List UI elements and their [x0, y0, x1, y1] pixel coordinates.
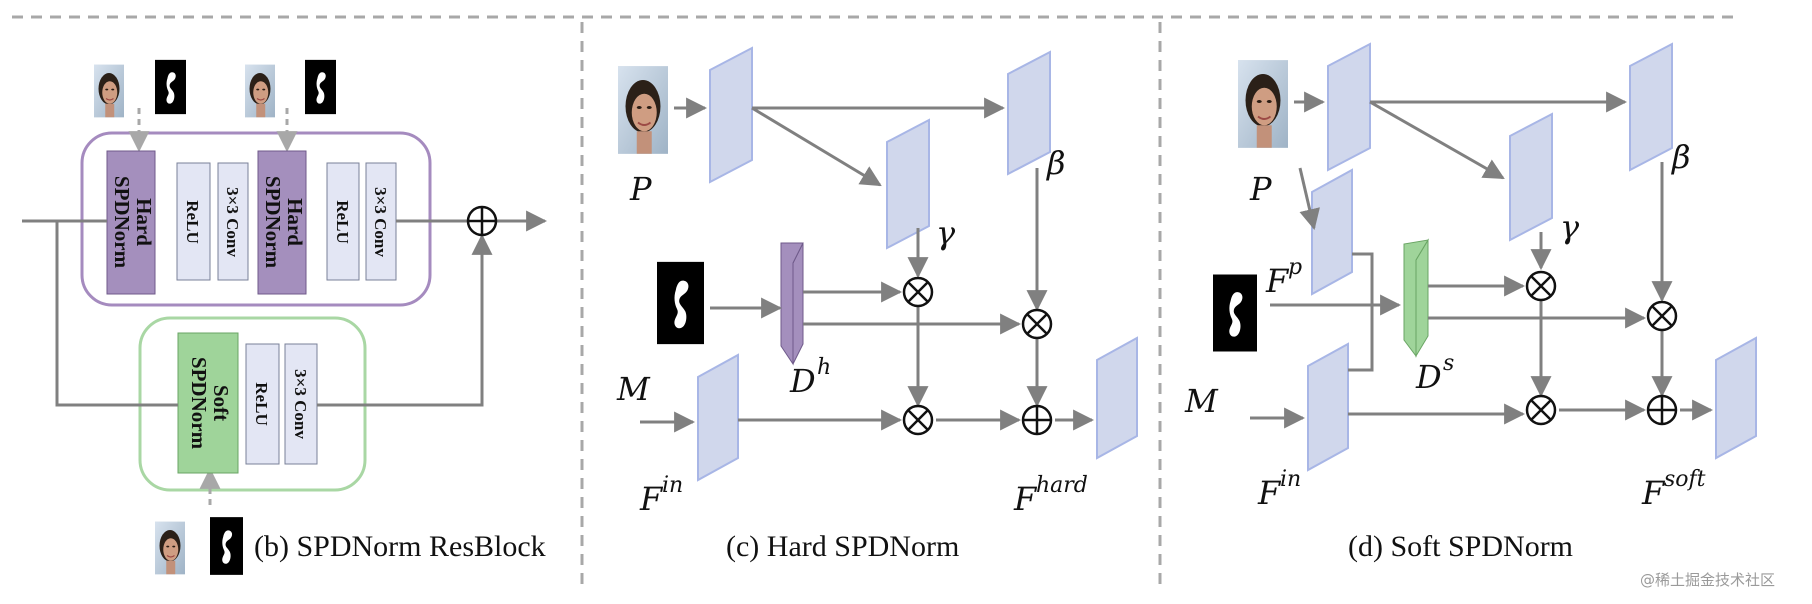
conv-block: [365, 162, 397, 281]
elementwise-add-icon: [1021, 404, 1053, 436]
svg-text:D: D: [789, 362, 816, 400]
gamma-feature-map: [1509, 112, 1553, 242]
face-image-icon: [245, 64, 275, 118]
label-f-soft: F soft: [1641, 467, 1706, 512]
mask-image-icon: [657, 261, 704, 345]
conv-label: 3×3 Conv: [223, 187, 242, 257]
face-image-icon: [94, 64, 124, 118]
hard-label: Hard: [283, 198, 307, 246]
svg-text:h: h: [817, 355, 831, 380]
relu-block: [176, 162, 211, 281]
resblock-flow: [22, 210, 548, 407]
multiply-icon: [1525, 394, 1557, 426]
svg-text:p: p: [1288, 255, 1302, 280]
hard-mask-feature: [780, 242, 804, 366]
gamma-feature-map: [886, 118, 930, 250]
relu-label: ReLU: [252, 382, 271, 425]
relu-block: [245, 343, 280, 465]
svg-text:hard: hard: [1036, 473, 1088, 498]
svg-text:D: D: [1415, 358, 1442, 396]
relu-block: [326, 162, 360, 281]
feature-map: [709, 46, 753, 184]
hard-label: Hard: [132, 198, 156, 246]
label-gamma: γ: [936, 214, 956, 252]
hard-spdnorm-flow: [640, 97, 1095, 433]
conv-label: 3×3 Conv: [291, 369, 310, 439]
mask-image-icon: [210, 517, 243, 575]
beta-feature-map: [1629, 42, 1673, 172]
watermark: @稀土掘金技术社区: [1640, 571, 1775, 589]
mask-image-icon: [1213, 274, 1257, 352]
label-f-in: F in: [1257, 467, 1301, 512]
label-p: P: [629, 170, 652, 208]
svg-text:soft: soft: [1664, 467, 1706, 492]
multiply-icon: [1021, 308, 1053, 340]
feature-map: [1327, 42, 1371, 172]
soft-mask-feature: [1403, 239, 1429, 358]
face-image-icon: [618, 64, 668, 156]
panel-separators: [12, 15, 1740, 585]
caption-d: (d) Soft SPDNorm: [1348, 530, 1573, 563]
svg-text:F: F: [1641, 474, 1666, 512]
label-d-hard: D h: [789, 355, 831, 400]
spdnorm-label: SPDNorm: [110, 176, 134, 269]
conv-block: [284, 343, 318, 465]
svg-text:F: F: [1265, 262, 1290, 300]
soft-spdnorm-flow: [1250, 91, 1714, 429]
relu-label: ReLU: [183, 200, 202, 243]
spdnorm-label: SPDNorm: [261, 176, 285, 269]
conv-block: [217, 162, 249, 281]
hard-spdnorm-block: [257, 150, 307, 295]
face-image-icon: [1238, 58, 1288, 150]
label-f-p: F p: [1265, 255, 1302, 300]
multiply-icon: [902, 276, 934, 308]
hard-mask-feature: [792, 242, 804, 365]
label-m: M: [1184, 382, 1219, 420]
label-f-in: F in: [639, 473, 683, 518]
label-m: M: [616, 370, 651, 408]
svg-text:F: F: [639, 480, 664, 518]
multiply-icon: [1525, 270, 1557, 302]
panel-b-spdnorm-resblock: Hard SPDNorm Hard SPDNorm Soft SPDNorm R…: [22, 59, 548, 576]
svg-text:in: in: [1280, 467, 1301, 492]
input-feature-map: [697, 353, 739, 482]
label-d-soft: D s: [1415, 351, 1454, 396]
svg-text:s: s: [1443, 351, 1454, 376]
label-f-hard: F hard: [1013, 473, 1088, 518]
label-beta: β: [1046, 144, 1066, 182]
label-p: P: [1249, 170, 1272, 208]
elementwise-add-icon: [1646, 394, 1678, 426]
panel-c-hard-spdnorm: P M β γ D h F in F hard (c) Hard SPDNorm: [616, 46, 1138, 563]
caption-b: (b) SPDNorm ResBlock: [254, 530, 546, 563]
multiply-icon: [902, 404, 934, 436]
relu-label: ReLU: [333, 200, 352, 243]
face-image-icon: [155, 520, 185, 576]
conv-label: 3×3 Conv: [371, 187, 390, 257]
mask-image-icon: [305, 59, 336, 115]
pose-feature-map: [1311, 168, 1353, 296]
panel-d-soft-spdnorm: P M β γ F p D s F in F soft (d) Soft SPD…: [1184, 42, 1757, 563]
input-feature-map: [1307, 342, 1349, 472]
elementwise-add-icon: [468, 207, 496, 235]
label-gamma: γ: [1560, 208, 1580, 246]
multiply-icon: [1646, 300, 1678, 332]
hard-spdnorm-block: [106, 150, 156, 295]
svg-text:in: in: [662, 473, 683, 498]
beta-feature-map: [1007, 50, 1051, 176]
caption-c: (c) Hard SPDNorm: [726, 530, 959, 563]
output-feature-map: [1096, 336, 1138, 460]
output-feature-map: [1715, 336, 1757, 460]
spdnorm-label: SPDNorm: [187, 357, 211, 450]
mask-image-icon: [155, 59, 186, 115]
svg-text:F: F: [1013, 480, 1038, 518]
svg-text:F: F: [1257, 474, 1282, 512]
hard-branch-frame: [80, 131, 432, 307]
soft-label: Soft: [209, 385, 233, 421]
label-beta: β: [1671, 138, 1691, 176]
soft-spdnorm-block: [177, 332, 239, 474]
